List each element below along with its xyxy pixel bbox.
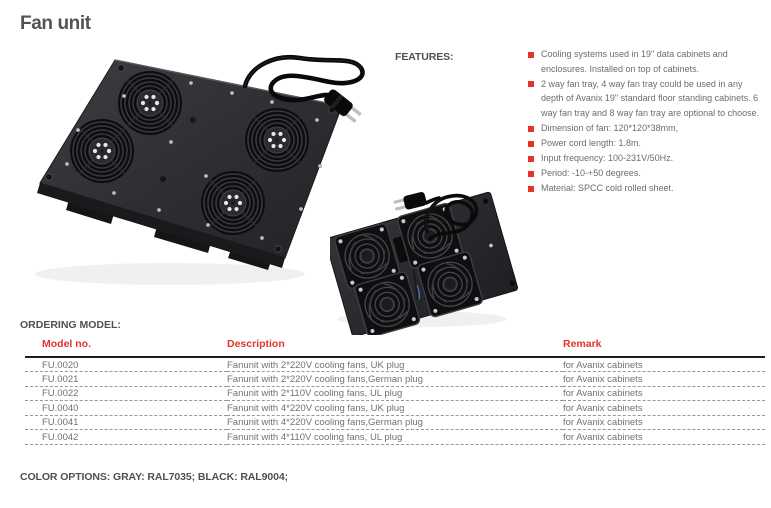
cell-model-no: FU.0021 <box>25 371 227 387</box>
cell-description: Fanunit with 4*110V cooling fans, UL plu… <box>227 429 563 445</box>
cell-model-no: FU.0040 <box>25 400 227 416</box>
bullet-square-icon <box>528 170 534 177</box>
cell-remark: for Avanix cabinets <box>563 415 765 430</box>
cell-description: Fanunit with 4*220V cooling fans,German … <box>227 415 563 430</box>
color-options-note: COLOR OPTIONS: GRAY: RAL7035; BLACK: RAL… <box>20 471 288 483</box>
bullet-square-icon <box>528 155 534 162</box>
page-title: Fan unit <box>20 13 91 34</box>
table-row: FU.0020 Fanunit with 2*220V cooling fans… <box>25 357 765 372</box>
feature-item: Input frequency: 100-231V/50Hz. <box>528 151 763 166</box>
cell-remark: for Avanix cabinets <box>563 386 765 401</box>
feature-text: Material: SPCC cold rolled sheet. <box>541 183 674 194</box>
feature-item: Power cord length: 1.8m. <box>528 136 763 151</box>
feature-text: Cooling systems used in 19" data cabinet… <box>541 49 728 74</box>
table-header-row: Model no. Description Remark <box>25 335 765 358</box>
feature-item: Period: -10-+50 degrees. <box>528 166 763 181</box>
product-image-fan-tray-bottom <box>330 191 519 335</box>
cell-remark: for Avanix cabinets <box>563 400 765 416</box>
column-header-description: Description <box>227 335 563 358</box>
cell-remark: for Avanix cabinets <box>563 371 765 387</box>
table-row: FU.0041 Fanunit with 4*220V cooling fans… <box>25 415 765 430</box>
bullet-square-icon <box>528 125 534 132</box>
cell-description: Fanunit with 2*220V cooling fans,German … <box>227 371 563 387</box>
cell-description: Fanunit with 2*220V cooling fans, UK plu… <box>227 357 563 372</box>
cell-model-no: FU.0020 <box>25 357 227 372</box>
feature-text: Period: -10-+50 degrees. <box>541 168 641 179</box>
feature-item: Material: SPCC cold rolled sheet. <box>528 181 763 196</box>
cell-model-no: FU.0022 <box>25 386 227 401</box>
cell-model-no: FU.0041 <box>25 415 227 430</box>
feature-text: Power cord length: 1.8m. <box>541 138 642 149</box>
cell-description: Fanunit with 2*110V cooling fans, UL plu… <box>227 386 563 401</box>
feature-item: 2 way fan tray, 4 way fan tray could be … <box>528 77 763 121</box>
table-row: FU.0022 Fanunit with 2*110V cooling fans… <box>25 386 765 401</box>
ordering-table: Model no. Description Remark FU.0020 Fan… <box>25 335 765 445</box>
feature-item: Dimension of fan: 120*120*38mm, <box>528 121 763 136</box>
feature-text: Input frequency: 100-231V/50Hz. <box>541 153 674 164</box>
cell-remark: for Avanix cabinets <box>563 357 765 372</box>
table-row: FU.0021 Fanunit with 2*220V cooling fans… <box>25 371 765 387</box>
bullet-square-icon <box>528 185 534 192</box>
ordering-table-container: Model no. Description Remark FU.0020 Fan… <box>25 335 765 445</box>
bullet-square-icon <box>528 51 534 58</box>
bullet-square-icon <box>528 140 534 147</box>
ordering-model-heading: ORDERING MODEL: <box>20 319 121 331</box>
table-row: FU.0040 Fanunit with 4*220V cooling fans… <box>25 400 765 416</box>
column-header-model-no: Model no. <box>25 335 227 358</box>
product-image-fan-tray-top <box>35 54 365 285</box>
cell-model-no: FU.0042 <box>25 429 227 445</box>
features-heading: FEATURES: <box>395 51 454 63</box>
column-header-remark: Remark <box>563 335 765 358</box>
feature-item: Cooling systems used in 19" data cabinet… <box>528 47 763 76</box>
feature-text: 2 way fan tray, 4 way fan tray could be … <box>541 78 760 118</box>
cell-remark: for Avanix cabinets <box>563 429 765 445</box>
features-list: Cooling systems used in 19" data cabinet… <box>528 47 763 196</box>
cell-description: Fanunit with 4*220V cooling fans, UK plu… <box>227 400 563 416</box>
table-row: FU.0042 Fanunit with 4*110V cooling fans… <box>25 429 765 445</box>
bullet-square-icon <box>528 81 534 88</box>
feature-text: Dimension of fan: 120*120*38mm, <box>541 122 679 133</box>
